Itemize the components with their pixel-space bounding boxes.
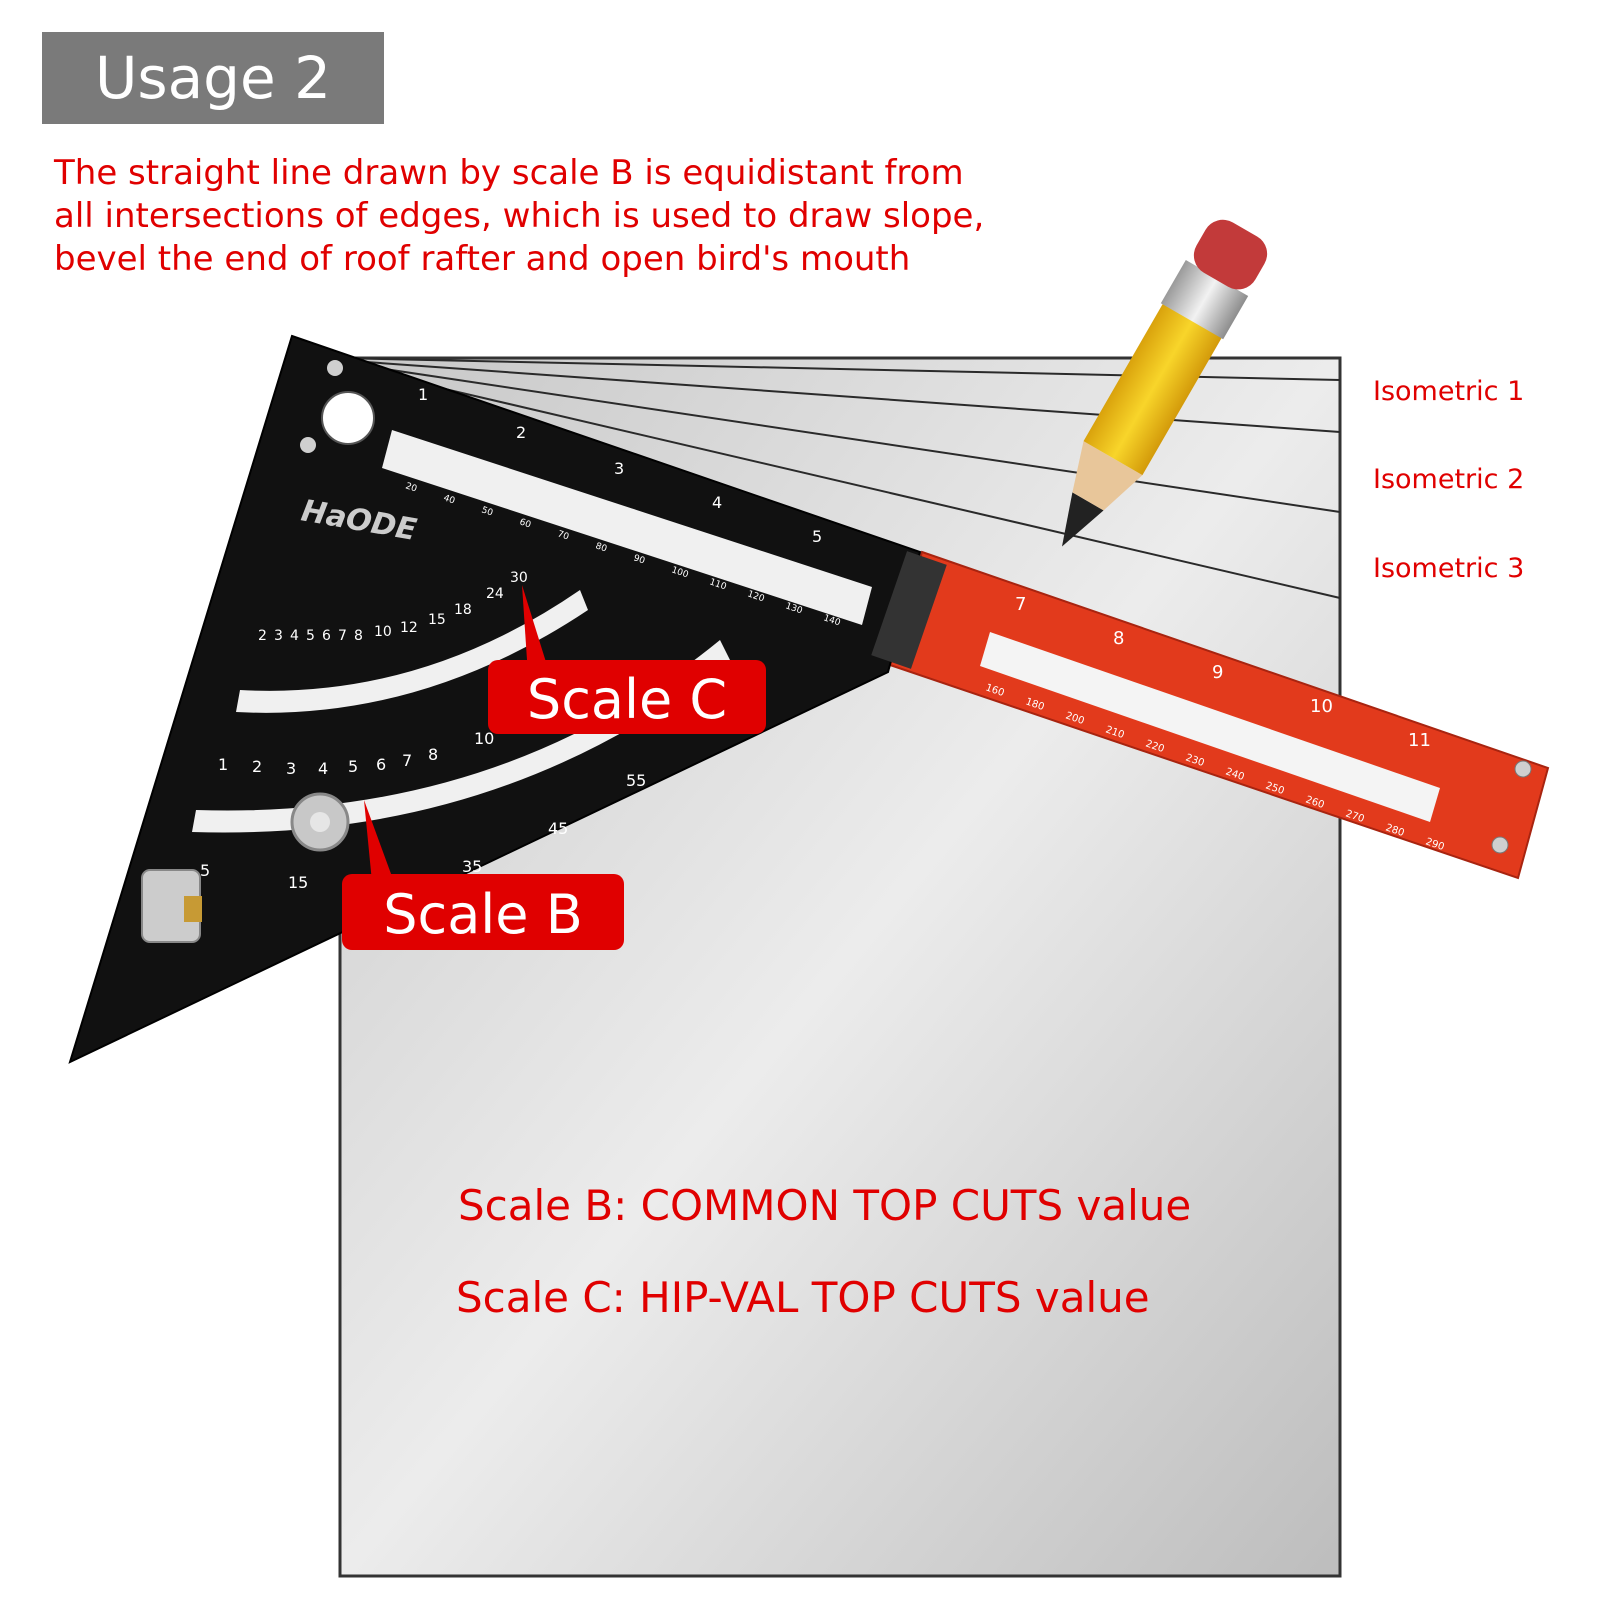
- black-ruler-cm-marks: 20 40 50 60 70 80 90 100 110 120 130 140: [404, 481, 842, 628]
- black-cm-mark: 50: [480, 505, 494, 518]
- description-line-2: all intersections of edges, which is use…: [54, 196, 985, 236]
- black-inch-mark: 1: [418, 385, 428, 404]
- description-text: The straight line drawn by scale B is eq…: [54, 152, 1194, 281]
- description-line-1: The straight line drawn by scale B is eq…: [54, 153, 964, 193]
- usage-badge: Usage 2: [42, 32, 384, 124]
- black-cm-mark: 80: [594, 541, 608, 554]
- scale-c-tick-labels: 2 3 4 5 6 7 8 10 12 15 18 24 30: [258, 570, 528, 644]
- scale-b-tick: 2: [252, 757, 262, 776]
- isometric-label-1: Isometric 1: [1373, 376, 1524, 407]
- black-inch-mark: 4: [712, 493, 722, 512]
- pencil: [1062, 219, 1268, 547]
- scale-b-tick: 5: [348, 757, 358, 776]
- black-inch-mark: 3: [614, 459, 624, 478]
- isometric-line-4: [337, 363, 1341, 599]
- scale-c-tick: 6: [322, 628, 331, 644]
- black-inch-mark: 2: [516, 423, 526, 442]
- scale-c-tick: 12: [400, 620, 418, 636]
- scale-c-tick: 18: [454, 602, 472, 618]
- rafter-square-rivet: [327, 360, 343, 376]
- scale-b-callout: Scale B: [342, 800, 624, 950]
- red-ruler-slot: [980, 632, 1440, 822]
- pencil-eraser: [1193, 219, 1268, 290]
- black-inch-mark: 5: [812, 527, 822, 546]
- scale-c-tick: 3: [274, 628, 283, 644]
- black-cm-mark: 70: [556, 529, 570, 542]
- black-ruler-inch-marks: 1 2 3 4 5: [418, 385, 822, 546]
- scale-c-tick: 24: [486, 586, 504, 602]
- pencil-ferrule: [1160, 259, 1249, 340]
- scale-c-tick: 2: [258, 628, 267, 644]
- scale-b-tick: 1: [218, 755, 228, 774]
- scale-b-arc-slot: [192, 640, 730, 833]
- scale-c-tick: 15: [428, 612, 446, 628]
- scale-b-tick: 3: [286, 759, 296, 778]
- scale-b-tick: 7: [402, 751, 412, 770]
- legend-scale-b: Scale B: COMMON TOP CUTS value: [458, 1181, 1191, 1230]
- locking-knob-center: [310, 812, 330, 832]
- scale-c-callout-label: Scale C: [527, 668, 727, 731]
- scale-b-tick: 8: [428, 745, 438, 764]
- angle-tick: 45: [548, 819, 568, 838]
- hinge-block: [871, 551, 947, 669]
- scale-b-tick-labels: 1 2 3 4 5 6 7 8 10: [218, 729, 494, 778]
- scale-c-arc-slot: [236, 590, 588, 713]
- scale-b-callout-label: Scale B: [383, 883, 583, 946]
- scale-c-callout-box: [488, 660, 766, 734]
- angle-tick: 35: [462, 857, 482, 876]
- black-cm-mark: 90: [632, 553, 646, 566]
- rafter-square-hole: [321, 391, 375, 445]
- scale-c-pointer: [522, 585, 550, 675]
- scale-b-pointer: [364, 800, 394, 882]
- red-ruler-screw-1: [1514, 760, 1532, 778]
- legend-scale-c: Scale C: HIP-VAL TOP CUTS value: [456, 1273, 1150, 1322]
- scale-b-tick: 4: [318, 759, 328, 778]
- angle-tick: 5: [200, 861, 210, 880]
- pencil-tip: [1062, 492, 1104, 547]
- isometric-label-2: Isometric 2: [1373, 464, 1524, 495]
- scale-c-tick: 8: [354, 628, 363, 644]
- scale-c-tick: 7: [338, 628, 347, 644]
- scale-c-tick: 30: [510, 570, 528, 586]
- scale-b-tick: 6: [376, 755, 386, 774]
- rafter-square-rivet: [300, 437, 316, 453]
- scale-c-callout: Scale C: [488, 585, 766, 734]
- rafter-square-slot: [382, 430, 872, 625]
- red-inch-mark: 9: [1212, 662, 1223, 683]
- angle-tick: 55: [626, 771, 646, 790]
- red-ruler-inch-marks: 7 8 9 10 11: [1015, 594, 1431, 751]
- red-extension-ruler: 7 8 9 10 11 160 180 200 210 220 230 240 …: [888, 550, 1550, 880]
- scale-c-tick: 10: [374, 624, 392, 640]
- isometric-label-3: Isometric 3: [1373, 553, 1524, 584]
- pencil-body: [1083, 302, 1223, 476]
- red-inch-mark: 10: [1310, 696, 1333, 717]
- scale-c-tick: 4: [290, 628, 299, 644]
- black-cm-mark: 20: [404, 481, 418, 494]
- angle-tick: 15: [288, 873, 308, 892]
- black-cm-mark: 60: [518, 517, 532, 530]
- description-line-3: bevel the end of roof rafter and open bi…: [54, 239, 911, 279]
- red-inch-mark: 11: [1408, 730, 1431, 751]
- red-inch-mark: 7: [1015, 594, 1026, 615]
- red-ruler-screw-2: [1491, 836, 1509, 854]
- usage-badge-label: Usage 2: [94, 44, 332, 112]
- brass-pin: [184, 896, 202, 922]
- scale-b-callout-box: [342, 874, 624, 950]
- red-inch-mark: 8: [1113, 628, 1124, 649]
- black-cm-mark: 40: [442, 493, 456, 506]
- scale-b-tick: 10: [474, 729, 494, 748]
- scale-c-tick: 5: [306, 628, 315, 644]
- pencil-wood: [1072, 441, 1143, 511]
- isometric-line-3: [337, 361, 1341, 513]
- angle-tick-labels: 5 15 35 45 55: [200, 771, 646, 892]
